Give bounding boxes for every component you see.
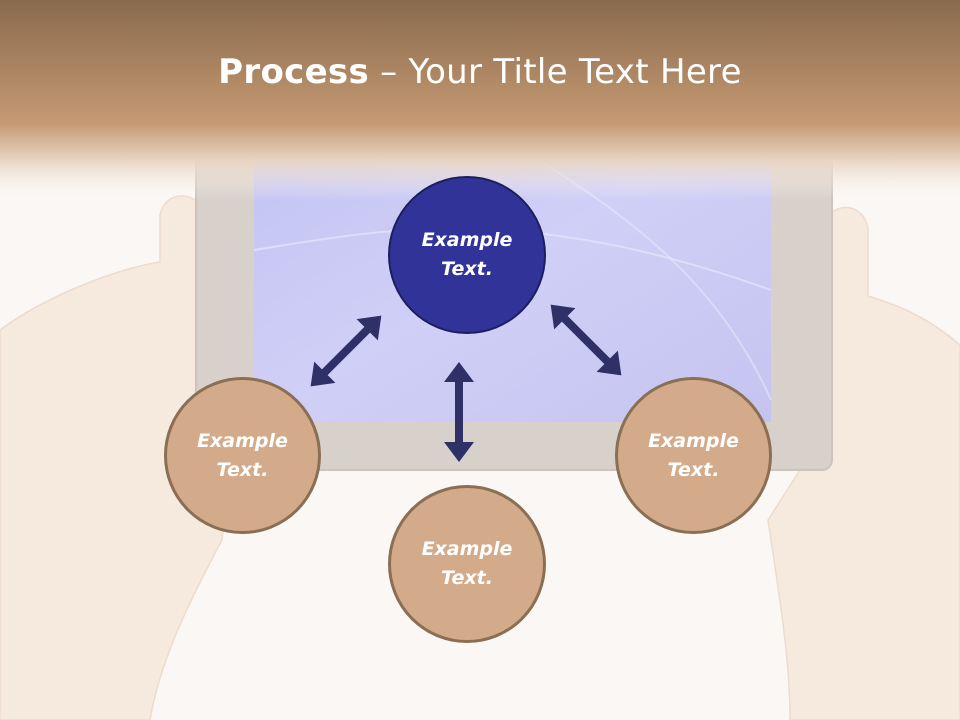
arrow-group — [310, 304, 622, 462]
double-arrow-icon — [310, 315, 382, 387]
left-node: Example Text. — [164, 377, 321, 534]
slide-title-rest: – Your Title Text Here — [369, 52, 742, 92]
right-node-label: Example Text. — [648, 429, 739, 481]
center-node: Example Text. — [388, 176, 546, 334]
bottom-node: Example Text. — [388, 485, 546, 643]
double-arrow-icon — [550, 304, 622, 376]
bottom-node-label: Example Text. — [421, 538, 513, 589]
slide-title: Process – Your Title Text Here — [0, 52, 960, 92]
header-band — [0, 0, 960, 200]
double-arrow-icon — [444, 362, 474, 462]
right-node: Example Text. — [615, 377, 772, 534]
left-node-label: Example Text. — [197, 429, 288, 481]
center-node-label: Example Text. — [421, 229, 513, 280]
slide-title-bold: Process — [218, 52, 370, 92]
